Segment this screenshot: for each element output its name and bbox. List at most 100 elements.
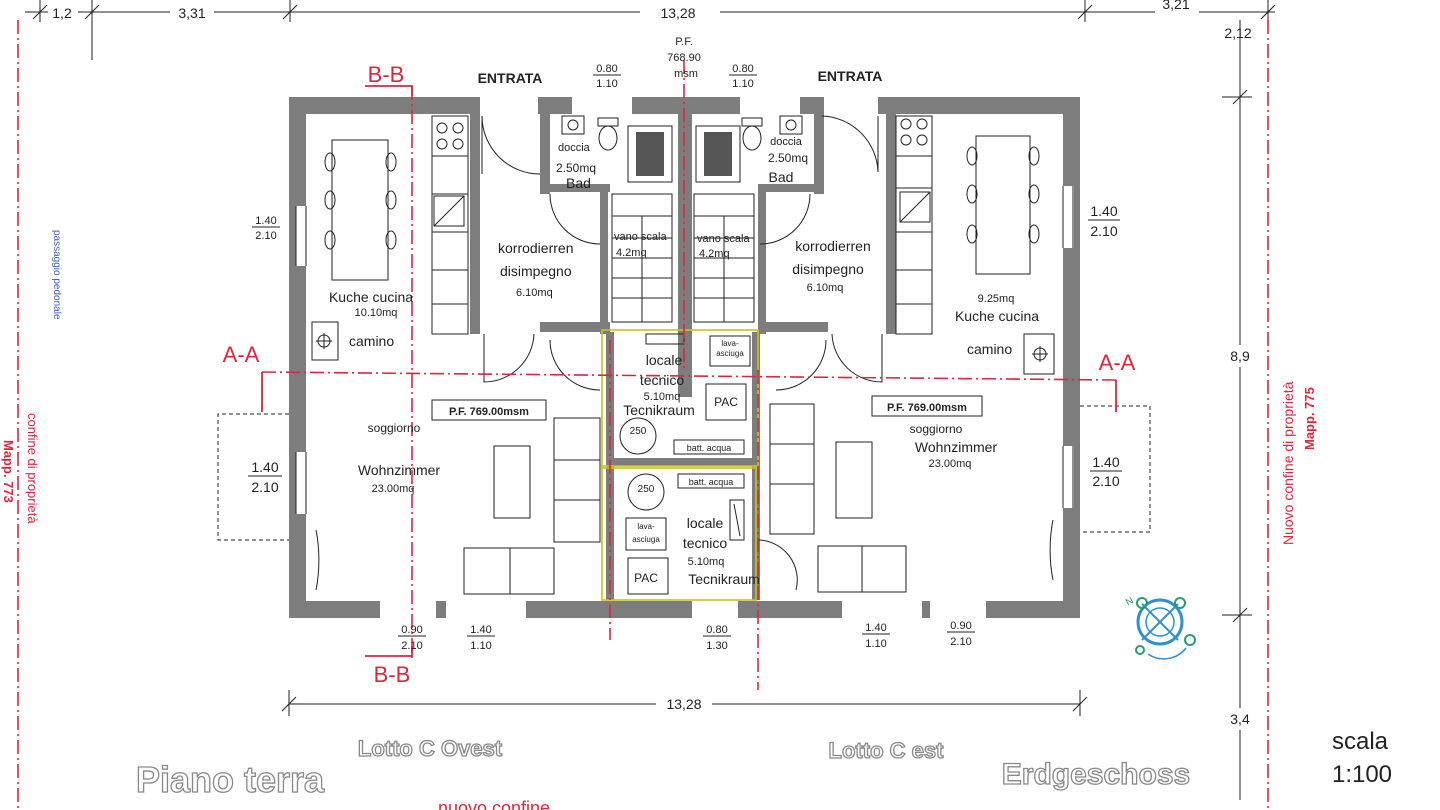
- stair-east-1: vano scala: [697, 233, 750, 245]
- window-labels: 1.40 2.10 1.40 2.10 1.40 2.10 1.40 2.10: [248, 203, 1122, 495]
- pac-top: PAC: [714, 395, 738, 409]
- living-east-furniture: [769, 403, 907, 593]
- tech-bot-1: locale: [687, 515, 724, 531]
- bottom-boundary-label: nuovo confine: [438, 798, 550, 810]
- corridor-west-area: 6.10mq: [516, 287, 553, 299]
- bath-east-name: Bad: [769, 169, 794, 185]
- pf-top-b: 768.90: [667, 52, 701, 64]
- win-left-lower-h: 2.10: [251, 479, 278, 495]
- win-right-lower-w: 1.40: [1092, 454, 1119, 470]
- lava-bot-b: asciuga: [632, 535, 660, 544]
- door-top-left-w: 0.80: [596, 63, 617, 75]
- corridor-west-2: disimpegno: [500, 263, 572, 279]
- camino-east: camino: [967, 341, 1012, 357]
- door-swings: [315, 115, 1054, 591]
- living-east-1: soggiorno: [910, 422, 963, 436]
- living-east-area: 23.00mq: [929, 458, 972, 470]
- tech-bot-3: Tecnikraum: [688, 571, 760, 587]
- door-top-right-h: 1.10: [732, 78, 753, 90]
- lava-bot-a: lava-: [637, 522, 655, 531]
- entrance-right: ENTRATA: [818, 68, 883, 84]
- kitchen-east-area: 9.25mq: [978, 293, 1015, 305]
- right-dimension-line: 2,12 8,9 3,4: [1222, 20, 1256, 800]
- rooms-west: Kuche cucina 10.10mq camino doccia 2.50m…: [329, 142, 668, 495]
- bot4-w: 1.40: [865, 622, 886, 634]
- right-boundary-label: Nuovo confine di proprietà: [1280, 381, 1296, 545]
- tech-top-1: locale: [646, 352, 683, 368]
- living-west-area: 23.00mq: [372, 483, 415, 495]
- floor-title-german: Erdgeschoss: [1002, 758, 1190, 791]
- stairs-east: [693, 193, 755, 323]
- tech-bot-area: 5.10mq: [688, 556, 725, 568]
- bath-east-area: 2.50mq: [768, 151, 808, 165]
- bath-west-name: Bad: [566, 175, 591, 191]
- living-east-2: Wohnzimmer: [915, 439, 998, 455]
- dim-top-total: 13,28: [660, 5, 695, 21]
- left-mapp-label: Mapp. 773: [1, 440, 16, 503]
- dim-top-right: 3,21: [1162, 0, 1189, 12]
- left-boundary-label: confine di proprietà: [25, 413, 40, 524]
- section-aa-left: A-A: [223, 342, 260, 367]
- top-dimension-line: 1,2 3,31 13,28 3,21: [25, 0, 1276, 60]
- corridor-east-area: 6.10mq: [807, 282, 844, 294]
- bot5-w: 0.90: [950, 620, 971, 632]
- bot2-w: 1.40: [470, 624, 491, 636]
- top-labels: ENTRATA ENTRATA P.F. 768.90 msm 0.80 1.1…: [478, 36, 883, 90]
- dim-right-bottom: 3,4: [1230, 711, 1250, 727]
- bot3-w: 0.80: [706, 624, 727, 636]
- tech-equipment: [619, 333, 751, 595]
- pf-top-c: msm: [674, 68, 698, 80]
- corridor-west-1: korrodierren: [498, 240, 573, 256]
- lotto-east-title: Lotto C est: [829, 738, 945, 763]
- section-bb-bottom: B-B: [374, 662, 411, 687]
- bot1-h: 2.10: [401, 640, 422, 652]
- scale-label: scala: [1332, 728, 1389, 755]
- living-west-1: soggiorno: [368, 421, 421, 435]
- floor-title-italian: Piano terra: [136, 759, 325, 800]
- bath-west-area: 2.50mq: [556, 161, 596, 175]
- bottom-opening-labels: 0.90 2.10 1.40 1.10 0.80 1.30 1.40 1.10 …: [398, 620, 975, 652]
- compass-icon: N: [1124, 595, 1196, 660]
- kitchen-east-furniture: [895, 115, 1055, 375]
- bath-west-shower: doccia: [558, 142, 591, 154]
- batt-bottom: batt. acqua: [689, 477, 734, 487]
- win-left-upper-h: 2.10: [255, 230, 276, 242]
- compass-north: N: [1124, 595, 1136, 608]
- corridor-east-1: korrodierren: [795, 238, 870, 254]
- door-top-left-h: 1.10: [596, 78, 617, 90]
- tech-top-2: tecnico: [640, 372, 685, 388]
- living-west-furniture: [463, 417, 601, 595]
- section-bb-top: B-B: [368, 62, 405, 87]
- kitchen-west-furniture: [311, 115, 469, 361]
- title-block: Lotto C Ovest Lotto C est Piano terra Er…: [135, 728, 1392, 810]
- bot2-h: 1.10: [470, 640, 491, 652]
- living-west-2: Wohnzimmer: [358, 462, 441, 478]
- property-boundaries: passaggio pedonale confine di proprietà …: [1, 20, 1317, 810]
- corridor-east-2: disimpegno: [792, 261, 864, 277]
- dim-bottom-total: 13,28: [666, 696, 701, 712]
- win-left-upper-w: 1.40: [255, 215, 276, 227]
- kitchen-west-area: 10.10mq: [355, 307, 398, 319]
- win-left-lower-w: 1.40: [251, 459, 278, 475]
- win-right-upper-w: 1.40: [1090, 203, 1117, 219]
- lava-top-a: lava-: [721, 339, 739, 348]
- kitchen-east-name: Kuche cucina: [955, 308, 1039, 324]
- bot3-h: 1.30: [706, 640, 727, 652]
- stairs-west: [611, 193, 673, 323]
- tech-bot-2: tecnico: [683, 535, 728, 551]
- stair-west-2: 4.2mq: [616, 247, 647, 259]
- bot5-h: 2.10: [950, 636, 971, 648]
- floor-level-boxes: P.F. 769.00msm P.F. 769.00msm: [431, 395, 983, 421]
- bot4-h: 1.10: [865, 638, 886, 650]
- dim-top-left-a: 1,2: [52, 5, 72, 21]
- rooms-east: doccia 2.50mq Bad vano scala 4.2mq korro…: [697, 136, 1039, 470]
- entrance-left: ENTRATA: [478, 70, 543, 86]
- tank-bottom: 250: [638, 484, 655, 495]
- bath-east-shower: doccia: [770, 136, 803, 148]
- stair-east-2: 4.2mq: [699, 248, 730, 260]
- bot1-w: 0.90: [401, 624, 422, 636]
- camino-west: camino: [349, 333, 394, 349]
- lava-top-b: asciuga: [716, 349, 744, 358]
- pf-top-a: P.F.: [675, 36, 693, 48]
